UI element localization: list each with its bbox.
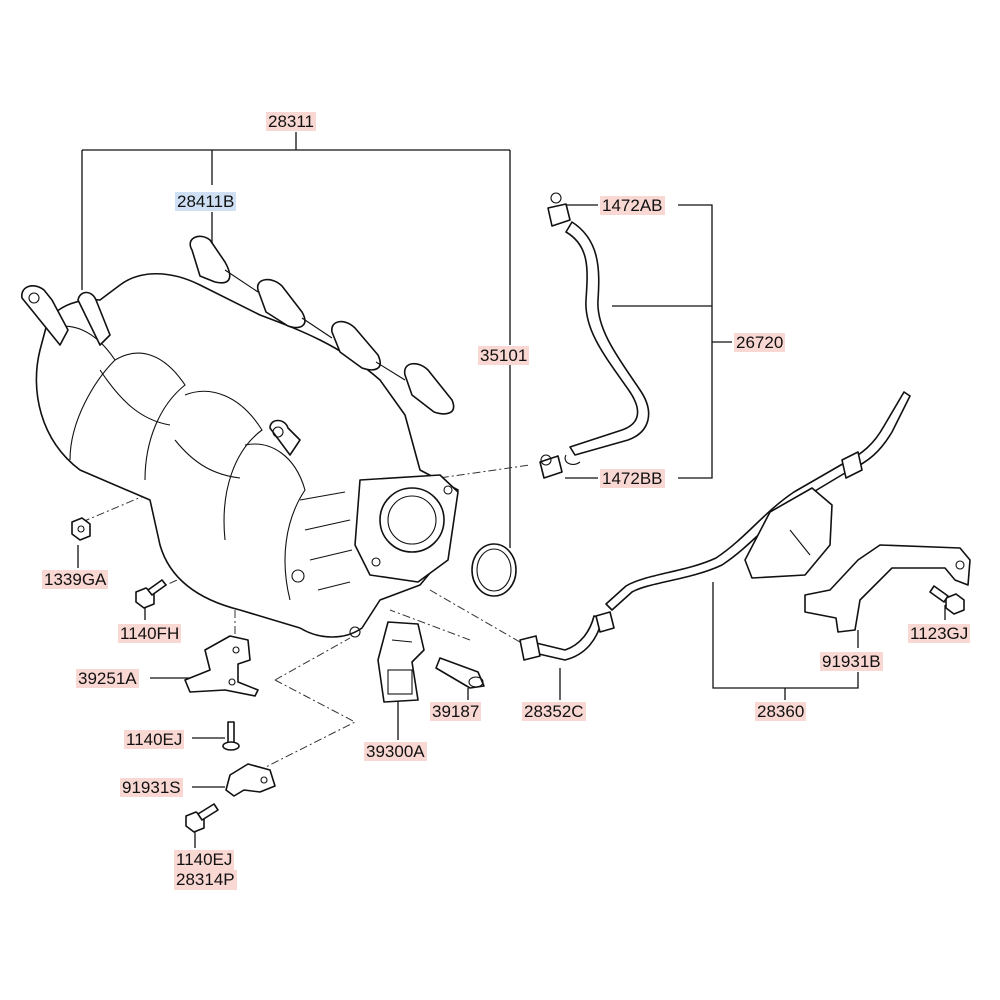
label-28411b[interactable]: 28411B: [175, 192, 237, 211]
label-28352c[interactable]: 28352C: [522, 702, 586, 721]
label-28314p[interactable]: 28314P: [174, 870, 237, 890]
o-ring[interactable]: [471, 543, 517, 597]
pcv-hose[interactable]: [564, 221, 650, 465]
label-26720[interactable]: 26720: [734, 333, 786, 352]
label-39187[interactable]: 39187: [430, 702, 482, 721]
hose-clamp-bottom[interactable]: [539, 454, 563, 479]
label-1472ab[interactable]: 1472AB: [600, 196, 665, 215]
label-39300a[interactable]: 39300A: [364, 742, 427, 761]
vacuum-pipe[interactable]: [605, 391, 911, 611]
hose-28352c[interactable]: [519, 611, 615, 661]
leader-lines: [77, 132, 946, 848]
label-35101[interactable]: 35101: [478, 346, 530, 365]
label-1123gj[interactable]: 1123GJ: [908, 624, 971, 643]
label-91931s[interactable]: 91931S: [120, 778, 183, 797]
label-91931b[interactable]: 91931B: [820, 652, 883, 671]
label-28360[interactable]: 28360: [755, 702, 807, 721]
hose-clamp-top[interactable]: [547, 192, 571, 227]
label-1140ej-b[interactable]: 1140EJ: [174, 850, 235, 870]
manifold-gasket[interactable]: [189, 235, 455, 415]
nut-1339ga[interactable]: [71, 517, 91, 541]
bracket-91931s[interactable]: [225, 763, 276, 797]
label-28311[interactable]: 28311: [266, 112, 317, 131]
bolt-1140fh[interactable]: [135, 579, 167, 609]
map-sensor[interactable]: [377, 621, 425, 703]
bolt-1140ej-b[interactable]: [185, 803, 219, 833]
screw-39187[interactable]: [435, 657, 485, 689]
label-1472bb[interactable]: 1472BB: [600, 469, 665, 488]
label-39251a[interactable]: 39251A: [76, 669, 139, 688]
label-1140fh[interactable]: 1140FH: [118, 624, 182, 643]
label-1140ej-a[interactable]: 1140EJ: [124, 730, 185, 749]
label-1339ga[interactable]: 1339GA: [42, 570, 109, 589]
bolt-1140ej-a[interactable]: [222, 721, 240, 751]
bracket-39251a[interactable]: [184, 635, 259, 697]
bracket-91931b[interactable]: [804, 544, 971, 633]
bolt-1123gj[interactable]: [929, 585, 965, 615]
intake-manifold[interactable]: [21, 272, 459, 638]
